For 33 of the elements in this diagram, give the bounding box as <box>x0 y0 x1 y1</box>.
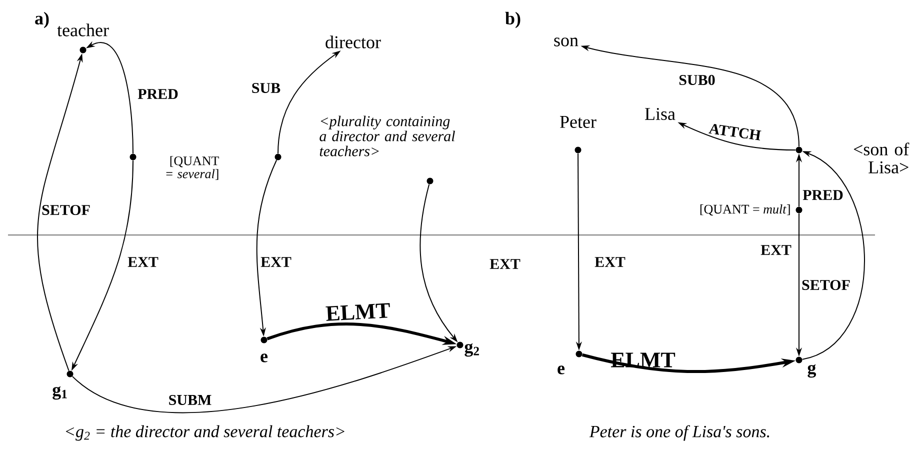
edge-label: EXT <box>490 259 520 269</box>
caption: <g$_{2}$ = the director and several teachers> <box>66 425 344 441</box>
node-label: teacher <box>57 24 109 36</box>
edge-label: SUBM <box>169 394 212 406</box>
node-label: son <box>554 38 578 46</box>
node-label: g <box>808 364 816 378</box>
node-label: <son of Lisa> <box>854 142 910 174</box>
edge-label: ELMT <box>326 303 390 321</box>
edge-label: EXT <box>128 257 158 267</box>
edge-label: PRED <box>138 89 178 99</box>
node-label: e <box>260 354 268 362</box>
edge-label: SUB0 <box>679 74 715 86</box>
node-label: [QUANT = mult] <box>700 204 790 216</box>
panel-label: a) <box>35 12 49 28</box>
edge-label: EXT <box>594 257 626 267</box>
edge-label: SUB <box>252 82 280 94</box>
edge-label: EXT <box>260 257 292 267</box>
node-label: e <box>558 366 565 374</box>
arrow <box>802 151 865 360</box>
edge-label: ATTCH <box>708 124 762 140</box>
edge-label: SETOF <box>42 204 90 216</box>
node-label: Lisa <box>645 108 676 120</box>
edge-label: SETOF <box>802 280 850 290</box>
node-label: director <box>326 36 381 48</box>
node-label: [QUANT = several] <box>166 156 219 180</box>
caption: Peter is one of Lisa's sons. <box>589 425 770 441</box>
node-label: g$_{2}$ <box>464 343 479 357</box>
edge-label: PRED <box>802 190 843 200</box>
panel-label: b) <box>505 12 520 28</box>
edge-label: EXT <box>760 245 792 255</box>
node-label: g$_{1}$ <box>52 386 67 400</box>
node-label: <plurality containing a director and several teachers> <box>320 116 455 156</box>
node-label: Peter <box>560 116 596 128</box>
